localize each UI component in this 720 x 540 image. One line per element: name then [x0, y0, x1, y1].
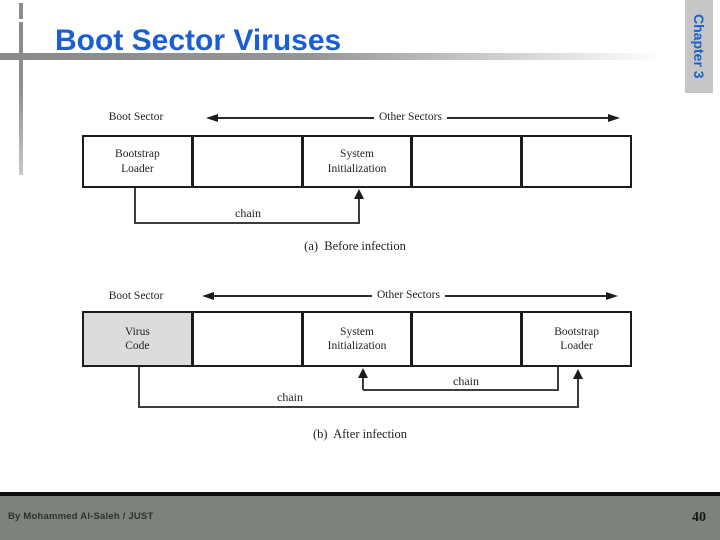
- diagram-caption-after: (b) After infection: [312, 427, 408, 441]
- left-arrowhead-icon: [202, 292, 214, 300]
- sector-cell-empty: [190, 137, 301, 186]
- chain-connector-down: [557, 367, 559, 391]
- up-arrowhead-icon: [573, 369, 583, 379]
- sector-strip-before: Bootstrap Loader System Initialization: [82, 135, 632, 188]
- sector-cell-system-initialization: System Initialization: [300, 313, 411, 365]
- left-accent-line: [19, 22, 23, 175]
- chain-label: chain: [235, 206, 261, 220]
- sector-cell-system-initialization: System Initialization: [300, 137, 411, 186]
- chain-label: chain: [277, 390, 303, 404]
- other-sectors-label: Other Sectors: [374, 111, 447, 123]
- chain-connector-across: [138, 406, 579, 408]
- sector-strip-after: Virus Code System Initialization Bootstr…: [82, 311, 632, 367]
- chain-connector-across: [134, 222, 360, 224]
- chain-connector-across: [363, 389, 559, 391]
- boot-sector-label: Boot Sector: [108, 111, 164, 123]
- sector-cell-empty: [410, 137, 520, 186]
- chain-connector-up: [358, 197, 360, 223]
- left-accent-tick: [19, 3, 23, 19]
- sector-cell-virus-code: Virus Code: [84, 313, 191, 365]
- chain-label: chain: [453, 374, 479, 388]
- sector-cell-bootstrap-loader: Bootstrap Loader: [115, 148, 160, 175]
- right-arrowhead-icon: [608, 114, 620, 122]
- footer-author: By Mohammed Al-Saleh / JUST: [8, 511, 154, 522]
- diagram-caption-before: (a) Before infection: [304, 239, 406, 253]
- boot-sector-label: Boot Sector: [108, 290, 164, 302]
- page-number: 40: [692, 510, 706, 525]
- chain-connector-down: [134, 188, 136, 223]
- right-arrowhead-icon: [606, 292, 618, 300]
- other-sectors-label: Other Sectors: [372, 289, 445, 301]
- up-arrowhead-icon: [358, 368, 368, 378]
- footer-divider-line: [0, 492, 720, 496]
- chapter-tab-label: Chapter 3: [691, 14, 707, 79]
- chapter-tab: Chapter 3: [685, 0, 713, 93]
- sector-cell-bootstrap-loader: Bootstrap Loader: [520, 313, 630, 365]
- chain-connector-down: [138, 367, 140, 408]
- sector-cell-empty: [520, 137, 630, 186]
- chain-connector-up: [577, 377, 579, 407]
- page-title: Boot Sector Viruses: [55, 24, 342, 57]
- left-arrowhead-icon: [206, 114, 218, 122]
- footer-bar: [0, 496, 720, 540]
- sector-cell-empty: [410, 313, 520, 365]
- up-arrowhead-icon: [354, 189, 364, 199]
- sector-cell-empty: [190, 313, 301, 365]
- title-underline-rule: [0, 53, 690, 60]
- chain-connector-up: [362, 376, 364, 390]
